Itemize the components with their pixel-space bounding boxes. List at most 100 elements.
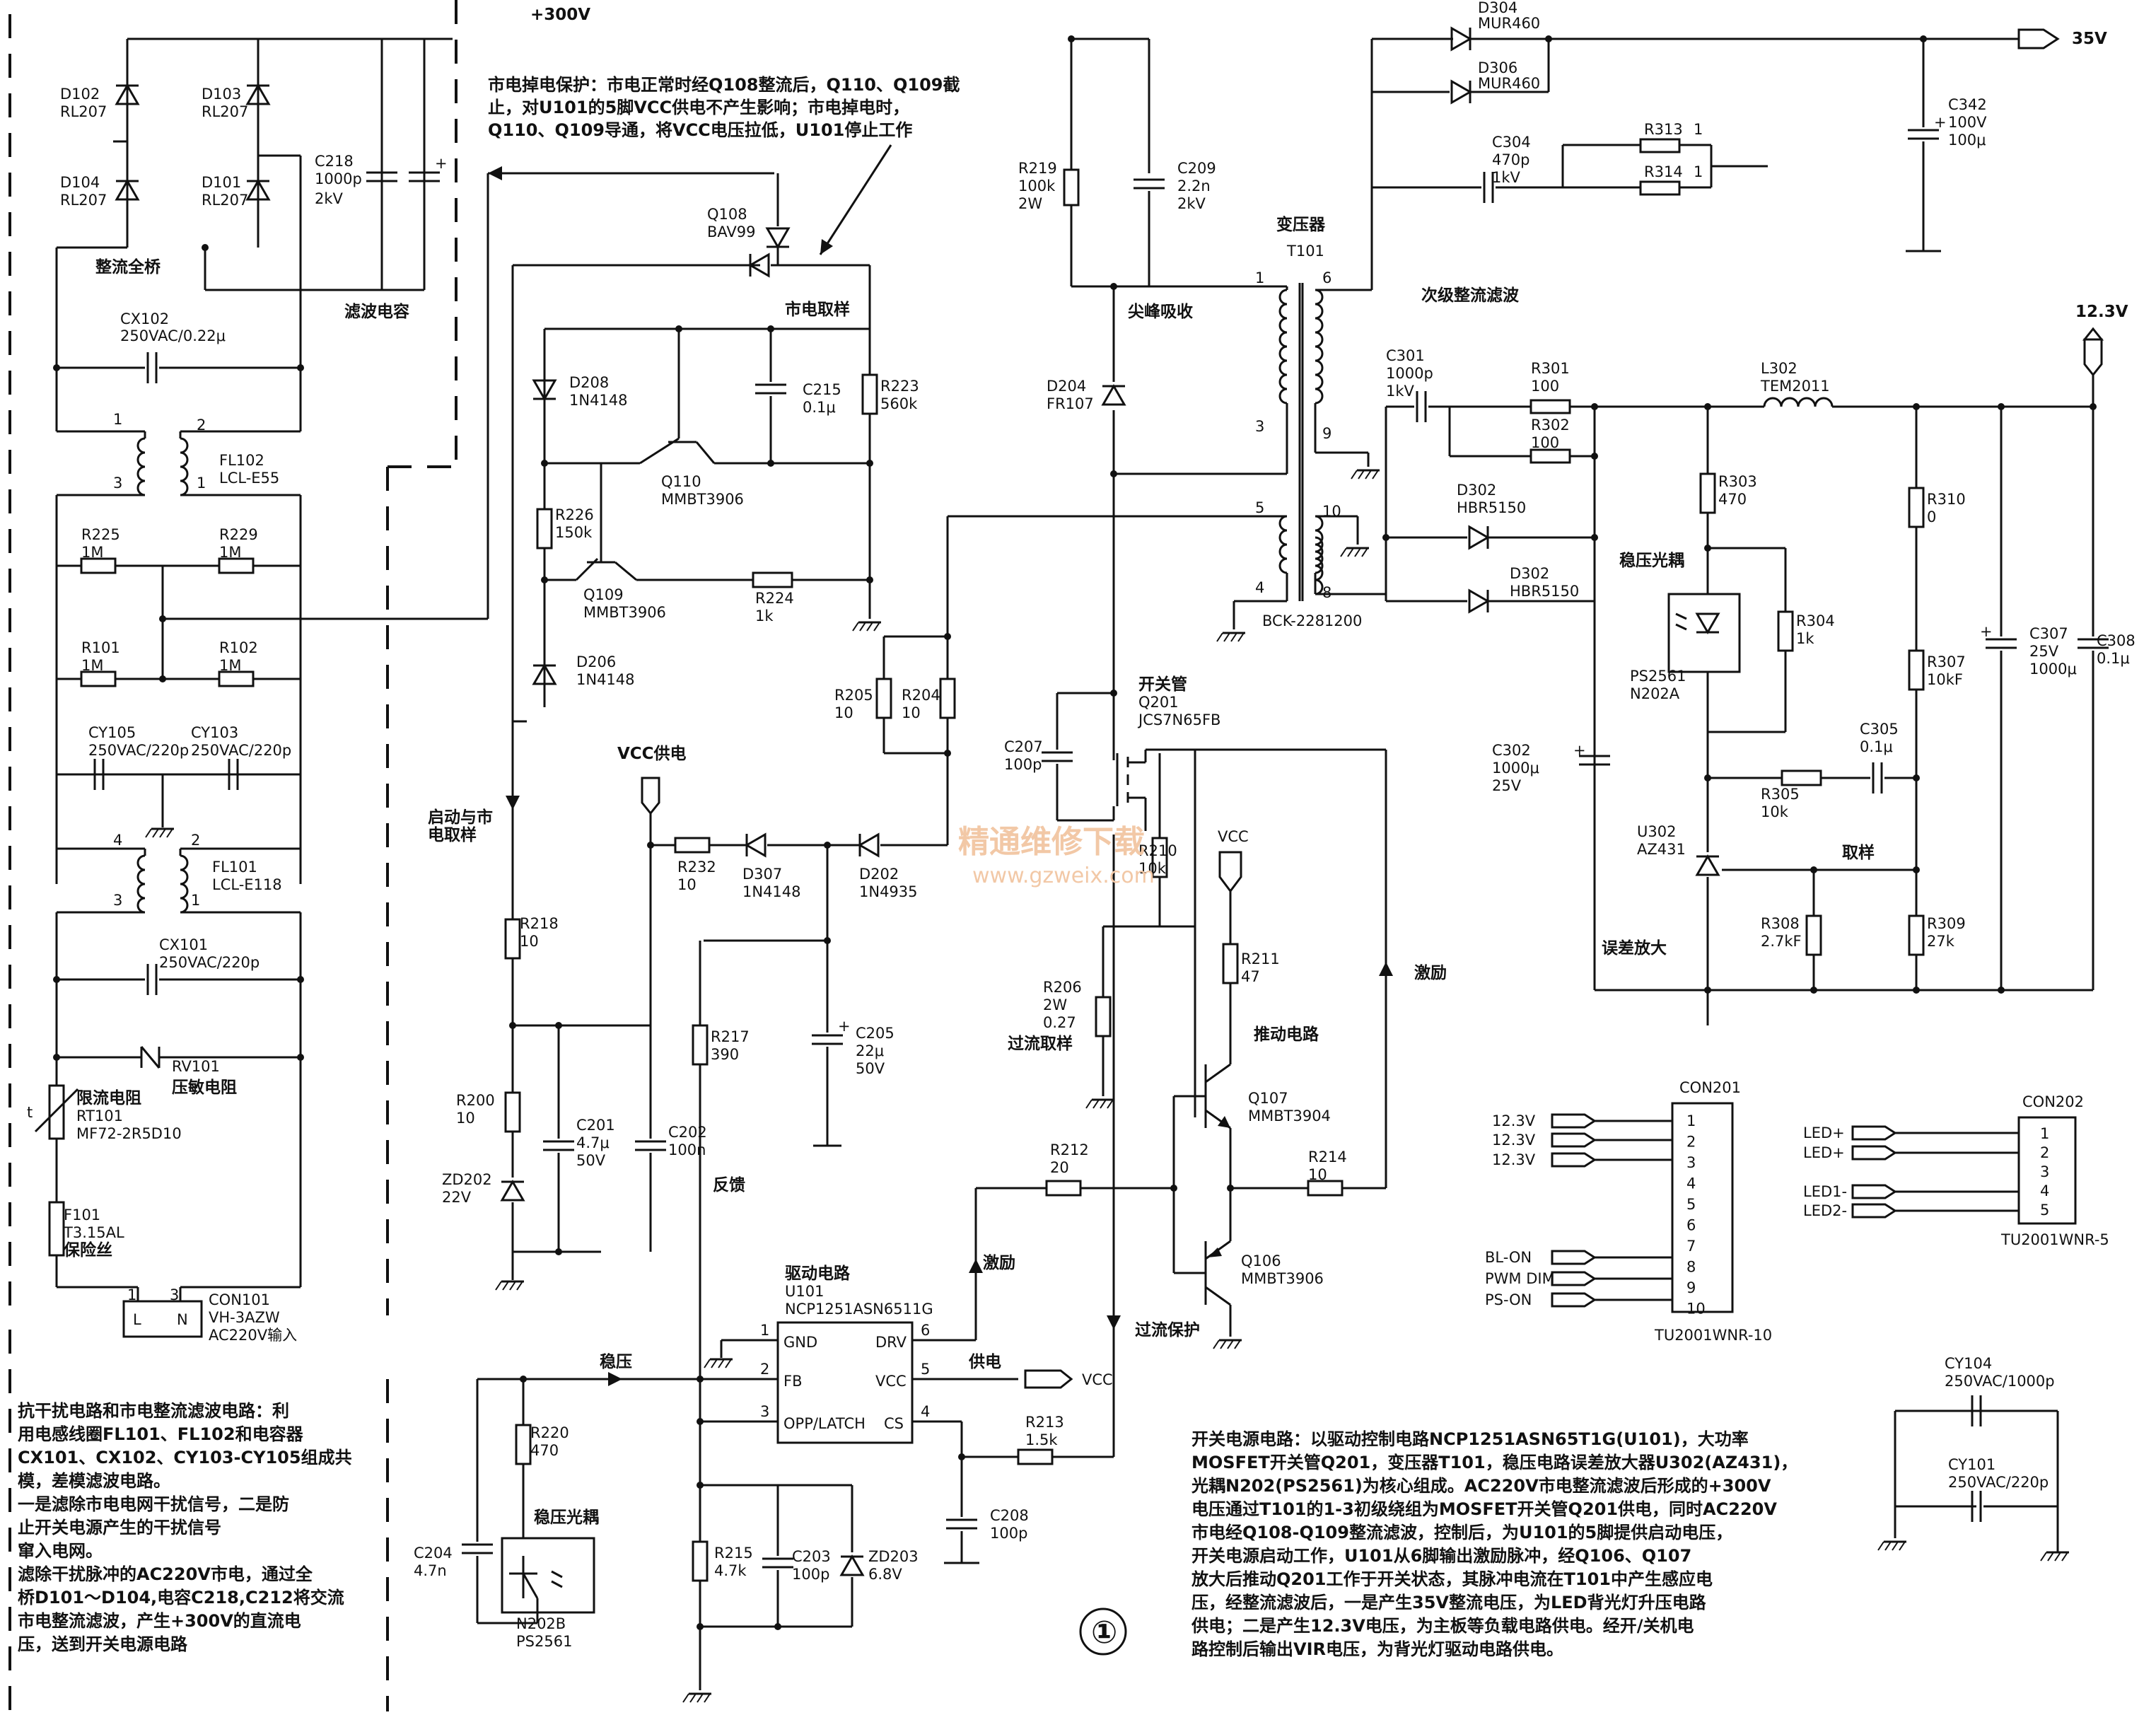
component-label: 250VAC/220p [191, 742, 291, 759]
component-label: 2 [760, 1361, 769, 1378]
connector-arrow [1851, 1203, 1897, 1219]
component-label: 50V [576, 1152, 606, 1169]
component-label: C308 [2097, 632, 2135, 649]
component-label: 22V [442, 1189, 472, 1206]
component-label: R101 [81, 639, 120, 656]
component-label: R217 [711, 1028, 750, 1045]
component-label: 反馈 [713, 1175, 745, 1194]
component-label: MUR460 [1478, 15, 1540, 32]
component-label: AZ431 [1637, 841, 1686, 858]
component-label: D101 [202, 174, 241, 191]
component-label: C208 [990, 1507, 1029, 1524]
component-label: C203 [792, 1548, 831, 1565]
component-label: 止，对U101的5脚VCC供电不产生影响；市电掉电时， [488, 98, 909, 117]
con202-pin: 3 [2040, 1163, 2049, 1180]
component-label: 25V [2029, 643, 2059, 660]
component-label: 4 [921, 1403, 930, 1420]
component-label: 1N4148 [742, 883, 801, 900]
component-label: BCK-2281200 [1262, 612, 1362, 629]
right-desc-line: 开关电源启动工作，U101从6脚输出激励脉冲，经Q106、Q107 [1191, 1546, 1691, 1566]
component-label: R210 [1138, 842, 1177, 859]
component-label: 1 [1255, 269, 1264, 286]
component-label: ① [1091, 1615, 1117, 1651]
component-label: 启动与市 [428, 808, 493, 827]
component-label: C307 [2029, 625, 2068, 642]
component-label: 尖峰吸收 [1128, 302, 1193, 321]
component-label: 1M [219, 544, 241, 561]
con202-signal: LED+ [1803, 1124, 1845, 1141]
component-label: 限流电阻 [76, 1088, 141, 1108]
con202-pin: 5 [2040, 1202, 2049, 1219]
component-label: + [1573, 742, 1586, 759]
component-label: 6 [1322, 269, 1332, 286]
component-label: 20 [1050, 1159, 1069, 1176]
component-label: 1 [1694, 121, 1703, 138]
component-label: GND [783, 1334, 817, 1351]
con202-signal: LED1- [1803, 1183, 1847, 1200]
bridge-title: 整流全桥 [95, 257, 161, 277]
component-label: 22μ [856, 1042, 884, 1059]
component-label: 10 [520, 933, 539, 950]
component-label: D103 [202, 86, 241, 103]
component-label: 供电 [968, 1352, 1001, 1371]
component-label: N202A [1630, 685, 1680, 702]
connector-arrow [1551, 1250, 1597, 1265]
component-label: 100μ [1948, 132, 1986, 149]
component-label: R205 [834, 687, 873, 704]
component-label: 25V [1492, 777, 1522, 794]
component-label: D102 [60, 86, 100, 103]
component-label: Q109 [583, 586, 624, 603]
connector-arrow [1851, 1125, 1897, 1141]
component-label: LCL-E118 [212, 876, 282, 893]
rail-12v: 12.3V [2075, 303, 2128, 321]
component-label: + [1980, 623, 1993, 640]
component-label: R224 [755, 590, 794, 607]
component-label: D202 [859, 866, 899, 883]
component-label: R226 [555, 506, 594, 523]
component-label: 过流保护 [1135, 1320, 1200, 1339]
con202-signal: LED2- [1803, 1202, 1847, 1219]
con201-pin: 2 [1686, 1134, 1696, 1151]
component-label: Q107 [1248, 1090, 1288, 1107]
component-label: 取样 [1842, 843, 1875, 862]
con201-signal: 12.3V [1492, 1151, 1536, 1168]
component-label: 电取样 [428, 825, 477, 844]
component-label: Q110、Q109导通，将VCC电压拉低，U101停止工作 [488, 120, 912, 140]
component-label: T3.15AL [63, 1224, 124, 1241]
right-desc-line: 路控制后输出VIR电压，为背光灯驱动电路供电。 [1191, 1639, 1563, 1659]
component-label: 推动电路 [1254, 1025, 1319, 1044]
con202-pin: 2 [2040, 1144, 2049, 1161]
connector-arrow [1551, 1113, 1597, 1129]
component-label: 保险丝 [63, 1240, 112, 1260]
component-label: 100p [990, 1525, 1027, 1542]
right-desc-line: 光耦N202(PS2561)为核心组成。AC220V市电整流滤波后形成的+300… [1191, 1476, 1771, 1496]
component-label: 100p [1004, 756, 1042, 773]
component-label: R214 [1308, 1149, 1347, 1165]
left-desc-line: 止开关电源产生的干扰信号 [18, 1518, 221, 1537]
component-label: R308 [1761, 915, 1800, 932]
component-label: R225 [81, 526, 120, 543]
component-label: 1N4148 [569, 392, 628, 409]
component-label: RT101 [76, 1108, 123, 1124]
component-label: ZD203 [868, 1548, 919, 1565]
con201-pin: 9 [1686, 1279, 1696, 1296]
component-label: 4 [1255, 579, 1264, 596]
rail-35v: 35V [2072, 30, 2107, 48]
component-label: 1000μ [1492, 760, 1539, 777]
left-desc-line: 模，差模滤波电路。 [18, 1471, 170, 1491]
component-label: R212 [1050, 1141, 1089, 1158]
component-label: MMBT3906 [583, 604, 666, 621]
component-label: 10 [456, 1110, 475, 1127]
connector-arrow [1551, 1132, 1597, 1148]
component-label: VCC [875, 1373, 907, 1390]
component-label: C207 [1004, 738, 1043, 755]
right-desc-line: 压，经整流滤波后，一是产生35V整流电压，为LED背光灯升压电路 [1191, 1593, 1707, 1612]
component-label: PS2561 [516, 1633, 572, 1650]
left-desc-line: 市电整流滤波，产生+300V的直流电 [18, 1611, 301, 1631]
component-label: FR107 [1047, 395, 1094, 412]
component-label: 0.1μ [803, 399, 836, 416]
con201-pin: 1 [1686, 1112, 1696, 1129]
component-label: 0.27 [1043, 1014, 1076, 1031]
component-label: PS2561 [1630, 668, 1686, 685]
